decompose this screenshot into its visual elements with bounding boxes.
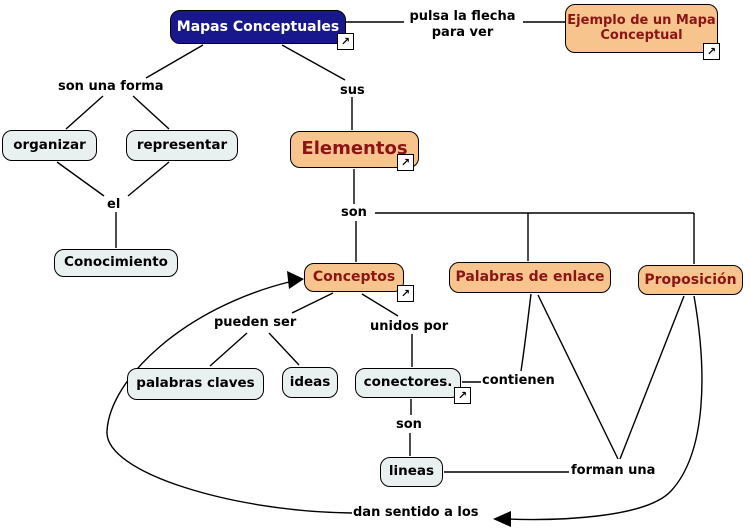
edge-conceptos-to-pueden-ser [291,292,334,314]
linking-phrase-dan-sentido-a-los: dan sentido a los [353,505,479,520]
edge-proposicion-to-forman-una [619,295,685,460]
linking-phrase-unidos-por: unidos por [370,319,449,334]
node-palabras-claves[interactable]: palabras claves [127,368,264,400]
linking-phrase-son-una-forma: son una forma [58,79,164,94]
edge-organizar-to-el [56,161,105,197]
edge-representar-to-el [127,161,170,197]
resource-link-icon[interactable]: ↗ [397,154,414,171]
arrowhead-into-dan-sentido [493,511,511,527]
resource-link-icon[interactable]: ↗ [337,33,354,50]
node-conceptos[interactable]: Conceptos [304,263,404,292]
linking-phrase-pulsa-la-flecha: pulsa la flecha para ver [409,9,516,40]
node-mapas-conceptuales[interactable]: Mapas Conceptuales [170,10,346,44]
edge-son-una-forma-to-representar [132,95,170,130]
node-representar[interactable]: representar [126,130,238,161]
linking-phrase-son-elementos: son [341,205,367,220]
resource-link-icon[interactable]: ↗ [397,285,414,302]
edge-pueden-ser-to-palabras-claves [209,332,248,367]
node-conectores[interactable]: conectores. [355,368,461,398]
edge-proposicion-to-dan-sentido [504,295,703,521]
linking-phrase-sus: sus [340,83,365,98]
node-palabras-de-enlace[interactable]: Palabras de enlace [449,262,611,293]
node-organizar[interactable]: organizar [2,130,97,161]
edge-contienen-to-palabras-enlace [520,293,532,372]
node-ideas[interactable]: ideas [282,367,338,398]
edge-mapas-to-son-una-forma [145,44,204,79]
node-ejemplo-mapa-conceptual[interactable]: Ejemplo de un Mapa Conceptual [565,4,718,53]
node-conocimiento[interactable]: Conocimiento [54,249,178,277]
arrowhead-into-conceptos [287,271,304,289]
resource-link-icon[interactable]: ↗ [703,43,720,60]
node-lineas[interactable]: lineas [380,457,443,487]
linking-phrase-forman-una: forman una [571,463,656,478]
linking-phrase-son-conectores: son [396,417,422,432]
node-proposicion[interactable]: Proposición [638,265,743,295]
edge-conceptos-to-unidos-por [361,293,399,317]
edge-son-una-forma-to-organizar [65,95,104,130]
edge-mapas-to-sus [281,44,346,81]
edge-pueden-ser-to-ideas [268,332,300,366]
linking-phrase-el: el [107,197,121,212]
linking-phrase-contienen: contienen [482,373,555,388]
resource-link-icon[interactable]: ↗ [454,387,471,404]
node-elementos[interactable]: Elementos [290,131,419,168]
linking-phrase-pueden-ser: pueden ser [214,315,297,330]
